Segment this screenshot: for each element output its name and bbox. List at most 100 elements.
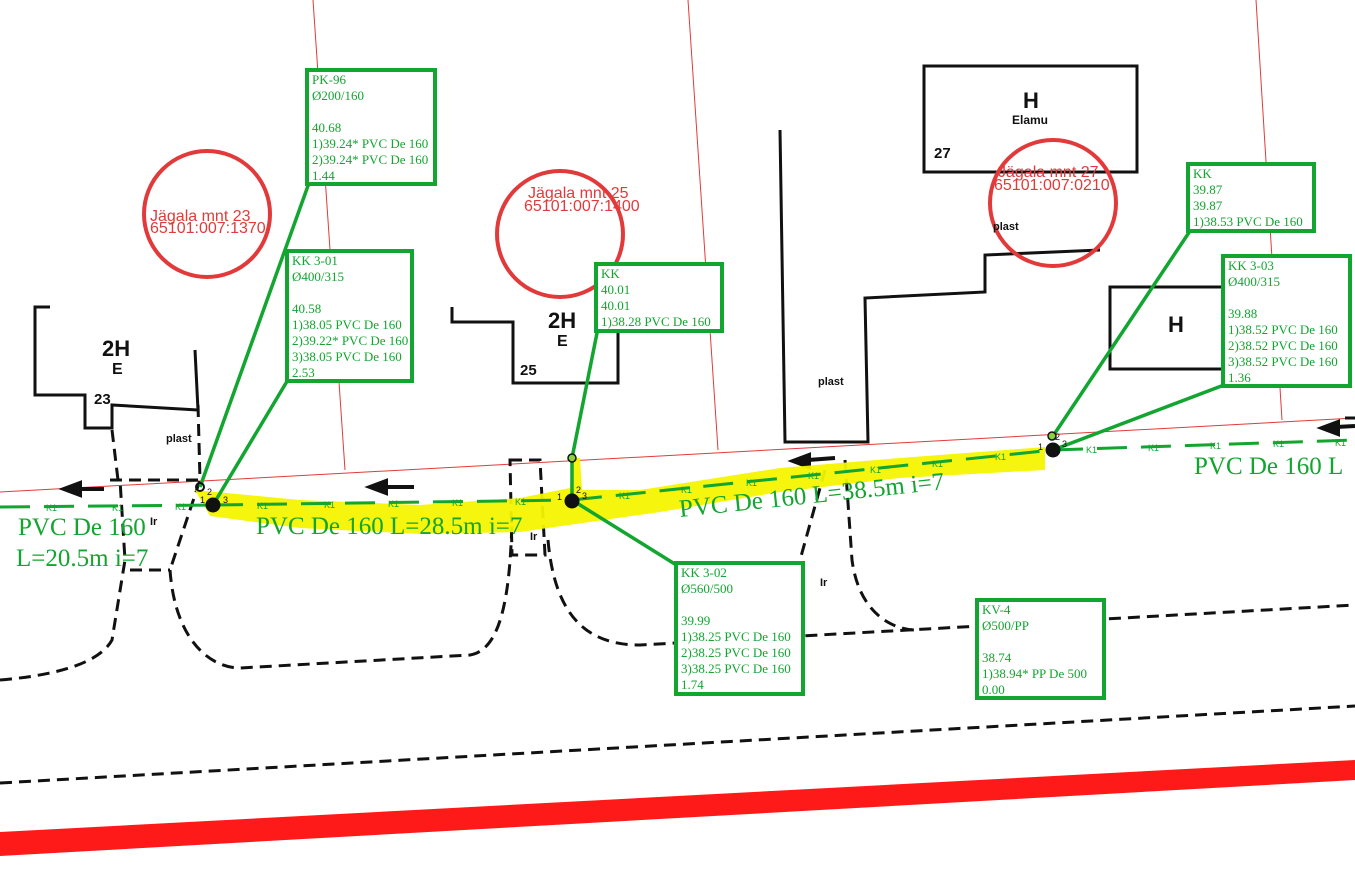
callout-line: KK 3-03 (1228, 258, 1274, 273)
callout-line: 39.87 (1193, 198, 1223, 213)
well-marker-kk302[interactable] (564, 493, 580, 509)
callout-line: 39.88 (1228, 306, 1257, 321)
callout-line: 1)38.25 PVC De 160 (681, 629, 791, 644)
callout-line: Ø400/315 (292, 269, 344, 284)
pipe-label-far: PVC De 160 L (1194, 453, 1343, 480)
callout-line: 3)38.52 PVC De 160 (1228, 354, 1338, 369)
surface-label: plast (818, 376, 844, 388)
parcel-address: Jägala mnt 27 (998, 164, 1099, 181)
pipe-code: K1 (1335, 438, 1346, 448)
pipe-code: K1 (619, 491, 630, 501)
parcel-marker-25[interactable]: Jägala mnt 25 65101:007:1400 (495, 169, 640, 299)
callout-line: KK 3-01 (292, 253, 338, 268)
callout-line: Ø560/500 (681, 581, 733, 596)
well-marker-kk-b[interactable] (1047, 431, 1057, 441)
pipe-code: K1 (112, 503, 123, 513)
building-number: 25 (520, 362, 537, 379)
callout-line: Ø400/315 (1228, 274, 1280, 289)
callout-line: Ø500/PP (982, 618, 1029, 633)
parcel-address: Jägala mnt 23 (150, 208, 251, 225)
pipe-code: K1 (515, 497, 526, 507)
callout-frame (1186, 162, 1316, 233)
port-number: 3 (1062, 439, 1067, 449)
callout-line: KK (601, 266, 620, 281)
pipe-line (0, 438, 1355, 509)
surface-label: plast (993, 221, 1019, 233)
pipe-code: K1 (175, 502, 186, 512)
building-outlines (33, 64, 1355, 444)
building-label-class: E (557, 333, 568, 350)
port-number: 1 (1038, 442, 1043, 452)
pipe-code: K1 (324, 500, 335, 510)
callout-line: 3)38.25 PVC De 160 (681, 661, 791, 676)
parcel-marker-23[interactable]: Jägala mnt 23 65101:007:1370 (142, 149, 272, 279)
callout-line: 1)38.28 PVC De 160 (601, 314, 711, 329)
road-edge (0, 760, 1355, 856)
pipe-label-left: PVC De 160 (18, 514, 146, 541)
callout-line: 2)38.25 PVC De 160 (681, 645, 791, 660)
pipe-code: K1 (681, 485, 692, 495)
callout-line: KK (1193, 166, 1212, 181)
pipe-code: K1 (1273, 439, 1284, 449)
callout-line: 39.99 (681, 613, 710, 628)
port-number: 2 (1055, 432, 1060, 442)
parcel-address: Jägala mnt 25 (528, 185, 629, 202)
callout-line: 1)38.53 PVC De 160 (1193, 214, 1303, 229)
surface-label: Ir (150, 516, 158, 528)
callout-line: PK-96 (312, 72, 346, 87)
building-label-type: 2H (548, 308, 576, 333)
building-label-type: 2H (102, 336, 130, 361)
well-marker-kk-a[interactable] (567, 453, 577, 463)
building-number: 27 (934, 145, 951, 162)
well-marker-pk96[interactable] (195, 482, 205, 492)
callout-line: 1)39.24* PVC De 160 (312, 136, 428, 151)
pipe-code: K1 (808, 471, 819, 481)
port-number: 1 (557, 492, 562, 502)
leader-lines (198, 182, 1225, 568)
callout-line: 1.74 (681, 677, 704, 692)
callout-line: 40.68 (312, 120, 341, 135)
callout-line: 39.87 (1193, 182, 1223, 197)
pipe-code: K1 (1148, 443, 1159, 453)
callout-frame (594, 262, 724, 333)
pipe-code: K1 (870, 465, 881, 475)
pipe-code: K1 (46, 503, 57, 513)
well-marker-kk301[interactable] (205, 497, 221, 513)
parcel-marker-27[interactable]: Jägala mnt 27 65101:007:0210 (988, 138, 1118, 268)
port-number: 3 (582, 491, 587, 501)
pipe-code: K1 (388, 499, 399, 509)
callout-line: 3)38.05 PVC De 160 (292, 349, 402, 364)
building-label-type: H (1168, 312, 1184, 337)
callout-frame (674, 561, 805, 696)
callout-line: 1)38.94* PP De 500 (982, 666, 1087, 681)
building-label-class: Elamu (1012, 113, 1048, 127)
pipe-label-middle: PVC De 160 L=28.5m i=7 (256, 513, 522, 540)
callout-line: 1)38.52 PVC De 160 (1228, 322, 1338, 337)
pipe-code: K1 (995, 452, 1006, 462)
callout-line: 2)39.22* PVC De 160 (292, 333, 408, 348)
callout-line: KK 3-02 (681, 565, 727, 580)
callout-line: 40.01 (601, 298, 630, 313)
callout-frame (305, 68, 437, 186)
parcel-cadastral: 65101:007:0210 (994, 177, 1110, 194)
surface-label: plast (166, 433, 192, 445)
callout-line: 1.44 (312, 168, 335, 183)
pipe-code: K1 (1210, 441, 1221, 451)
parcel-boundaries (0, 0, 1355, 493)
surface-label: Ir (530, 531, 538, 543)
callout-frame (285, 249, 414, 383)
building-number: 23 (94, 391, 111, 408)
callout-frame (1221, 254, 1352, 388)
well-marker-kk303[interactable] (1045, 442, 1061, 458)
port-number: 2 (207, 487, 212, 497)
callout-line: 2)39.24* PVC De 160 (312, 152, 428, 167)
building-labels: 2H E 23 plast Ir 2H E 25 Ir H Elamu 27 p… (94, 88, 1184, 589)
